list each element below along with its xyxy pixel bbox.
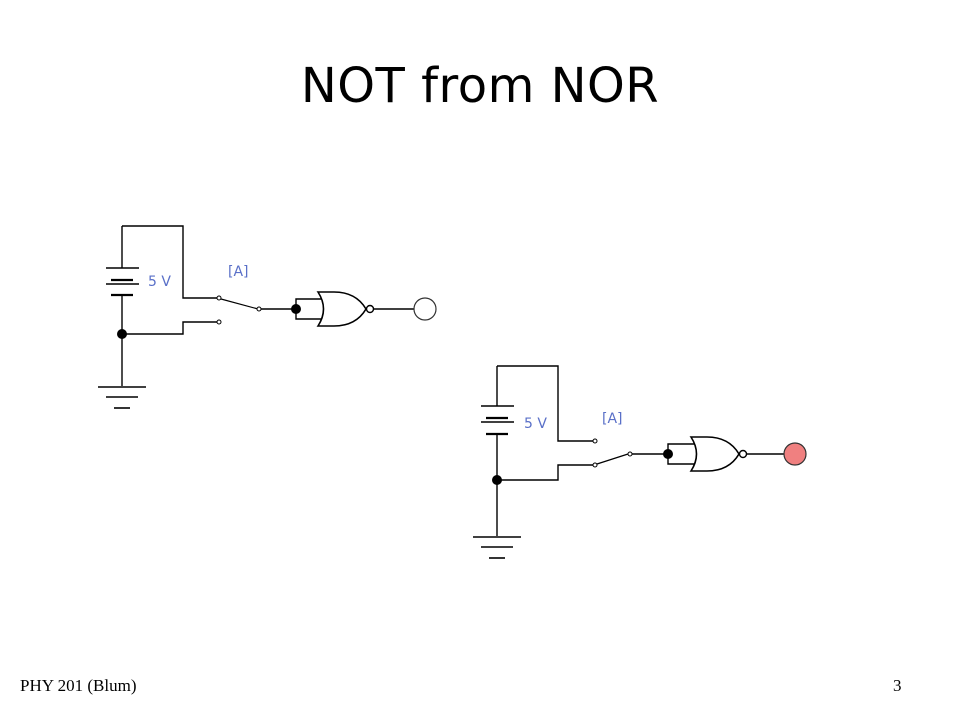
switch-2-label: [A]	[602, 411, 623, 427]
output-led-1	[413, 297, 437, 321]
nor-gate-2	[689, 436, 748, 472]
junction-1	[117, 329, 127, 339]
battery-2-label: 5 V	[524, 416, 547, 432]
circuit-2: 5 V [A]	[473, 365, 807, 559]
ground-2	[473, 536, 521, 559]
battery-2: 5 V	[481, 366, 547, 436]
switch-1-label: [A]	[228, 264, 249, 280]
switch-2: [A]	[592, 411, 633, 468]
footer-course: PHY 201 (Blum)	[20, 676, 137, 695]
circuit-1: 5 V [A]	[98, 225, 437, 409]
wire-1	[122, 225, 218, 299]
wire-3	[122, 321, 218, 335]
battery-1: 5 V	[106, 226, 171, 297]
battery-1-label: 5 V	[148, 274, 171, 290]
page-number: 3	[893, 676, 902, 695]
switch-1: [A]	[216, 264, 262, 325]
wire-7	[497, 365, 594, 442]
wire-11	[667, 443, 697, 465]
slide-title: NOT from NOR	[300, 58, 660, 114]
output-led-2	[783, 442, 807, 466]
wire-5	[295, 298, 324, 320]
junction-3	[492, 475, 502, 485]
wire-9	[497, 464, 594, 481]
ground-1	[98, 386, 146, 409]
nor-gate-1	[316, 291, 375, 327]
